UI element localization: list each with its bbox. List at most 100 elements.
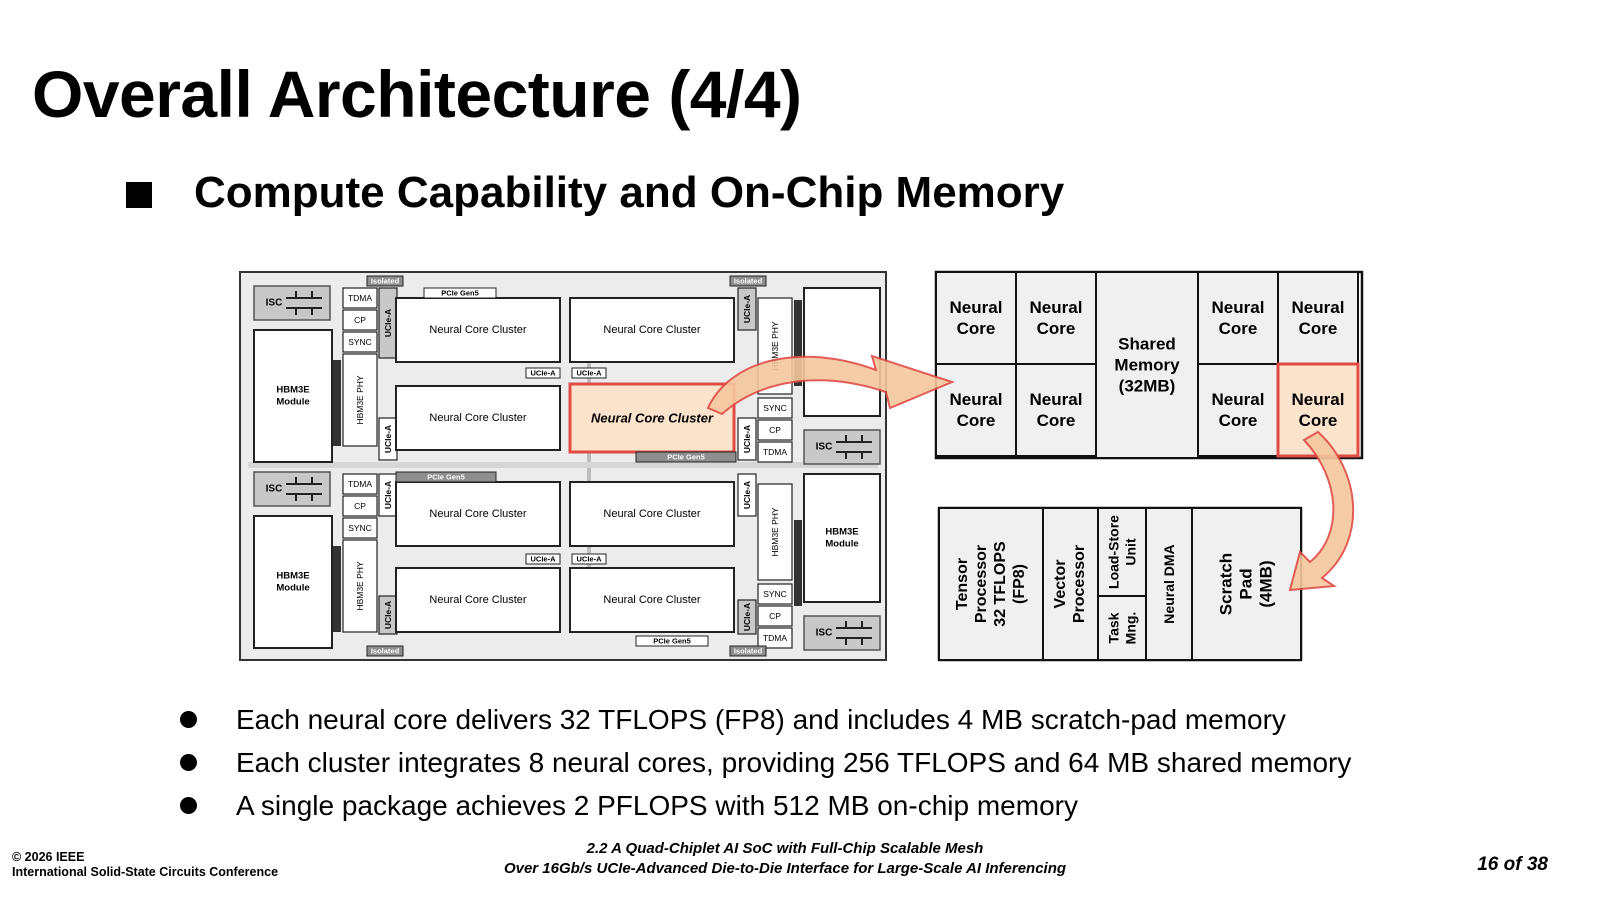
hbm-module-label: HBM3E (825, 527, 858, 538)
neural-core-cluster-label: Neural Core Cluster (429, 324, 527, 336)
core-unit-block (1191, 507, 1302, 661)
tdma-block (757, 627, 793, 649)
cp-block (342, 309, 378, 331)
hbm-module-label: Module (825, 539, 858, 550)
hbm-module (803, 473, 881, 603)
tdma-block (757, 441, 793, 463)
isolated-tag (366, 645, 404, 657)
neural-core-label-line: Neural (950, 390, 1003, 409)
isolated-tag (729, 645, 767, 657)
isolated-tag-label: Isolated (734, 277, 763, 286)
highlighted-cluster-label: Neural Core Cluster (591, 411, 714, 426)
cp-block (757, 419, 793, 441)
ucie-a-block-label: UCIe-A (383, 601, 393, 629)
isolated-tag-label: Isolated (371, 277, 400, 286)
tdma-block-label: TDMA (763, 633, 787, 643)
neural-core-block (1197, 363, 1279, 457)
neural-core-cluster (569, 297, 735, 363)
neural-core-label-line: Neural (1212, 390, 1265, 409)
phy-bar (794, 520, 802, 606)
ucie-a-block (737, 417, 757, 461)
neural-dma-label-group: Neural DMA (1161, 544, 1177, 623)
neural-core-label-line: Core (1299, 319, 1338, 338)
scratch-pad-label-line: (4MB) (1257, 560, 1276, 607)
footer-conference: International Solid-State Circuits Confe… (12, 865, 279, 879)
cluster-zoom-arrow (706, 354, 955, 416)
ucie-a-block-label: UCIe-A (383, 309, 393, 337)
isolated-tag (729, 275, 767, 287)
ucie-a-tag-label: UCIe-A (530, 369, 556, 378)
hbm-phy-block (342, 539, 378, 633)
sync-block (342, 517, 378, 539)
tdma-block-label: TDMA (763, 447, 787, 457)
slide-title: Overall Architecture (4/4) (32, 57, 802, 131)
neural-core-label-line: Neural (1030, 298, 1083, 317)
load-store-unit-label-line: Unit (1123, 538, 1139, 566)
neural-core-cluster (395, 385, 561, 451)
capacitor-icon (836, 621, 872, 645)
ucie-a-block (737, 287, 757, 331)
task-mng-block (1097, 595, 1147, 661)
neural-core-cluster (395, 567, 561, 633)
phy-bar (794, 300, 802, 386)
neural-core-label-line: Core (1219, 411, 1258, 430)
hbm-module (253, 515, 333, 649)
vector-processor-label-line: Vector (1052, 560, 1069, 609)
tensor-processor-label-line: Tensor (954, 558, 971, 610)
isolated-tag-label: Isolated (734, 647, 763, 656)
pcie-gen5-tag-label: PCIe Gen5 (441, 289, 479, 298)
slide-subtitle: Compute Capability and On-Chip Memory (194, 168, 1065, 217)
core-unit-block (1042, 507, 1099, 661)
capacitor-icon (836, 435, 872, 459)
ucie-a-tag (571, 367, 607, 379)
pcie-gen5-tag (395, 471, 497, 483)
neural-core-cluster-label: Neural Core Cluster (429, 594, 527, 606)
isc-label: ISC (266, 298, 283, 309)
footer-paper-line2: Over 16Gb/s UCIe-Advanced Die-to-Die Int… (503, 860, 1067, 877)
shared-memory-label-line: Shared (1118, 335, 1176, 354)
neural-core-block (1277, 271, 1359, 365)
bullet-text: Each neural core delivers 32 TFLOPS (FP8… (236, 704, 1286, 735)
isc-block (253, 471, 331, 507)
neural-core-label-line: Neural (1292, 390, 1345, 409)
core-unit-block (938, 507, 1044, 661)
center-divider (587, 302, 591, 620)
neural-core-block (1015, 271, 1097, 365)
ucie-a-block-label: UCIe-A (383, 425, 393, 453)
footer-paper-title: 2.2 A Quad-Chiplet AI SoC with Full-Chip… (450, 839, 1120, 879)
neural-core-cluster (395, 481, 561, 547)
pcie-gen5-tag-label: PCIe Gen5 (667, 453, 705, 462)
cp-block-label: CP (354, 315, 366, 325)
ucie-a-block-label: UCIe-A (742, 603, 752, 631)
isolated-tag-label: Isolated (371, 647, 400, 656)
hbm-phy-block-label: HBM3E PHY (355, 375, 365, 424)
vector-processor-label-line: Processor (1071, 545, 1088, 623)
ucie-a-block-label: UCIe-A (383, 481, 393, 509)
isc-block (253, 285, 331, 321)
tensor-processor-label-line: (FP8) (1011, 564, 1028, 604)
bullet-dot-icon (180, 711, 197, 728)
sync-block-label: SYNC (763, 589, 787, 599)
tdma-block (342, 287, 378, 309)
neural-core-cluster-label: Neural Core Cluster (603, 324, 701, 336)
neural-core-block (935, 271, 1017, 365)
neural-core-label-line: Neural (1292, 298, 1345, 317)
pcie-gen5-tag (423, 287, 497, 299)
footer-copyright: © 2026 IEEE (12, 850, 85, 864)
ucie-a-tag (571, 553, 607, 565)
neural-core-label-line: Core (957, 411, 996, 430)
tdma-block (342, 473, 378, 495)
neural-core-label-line: Core (1299, 411, 1338, 430)
